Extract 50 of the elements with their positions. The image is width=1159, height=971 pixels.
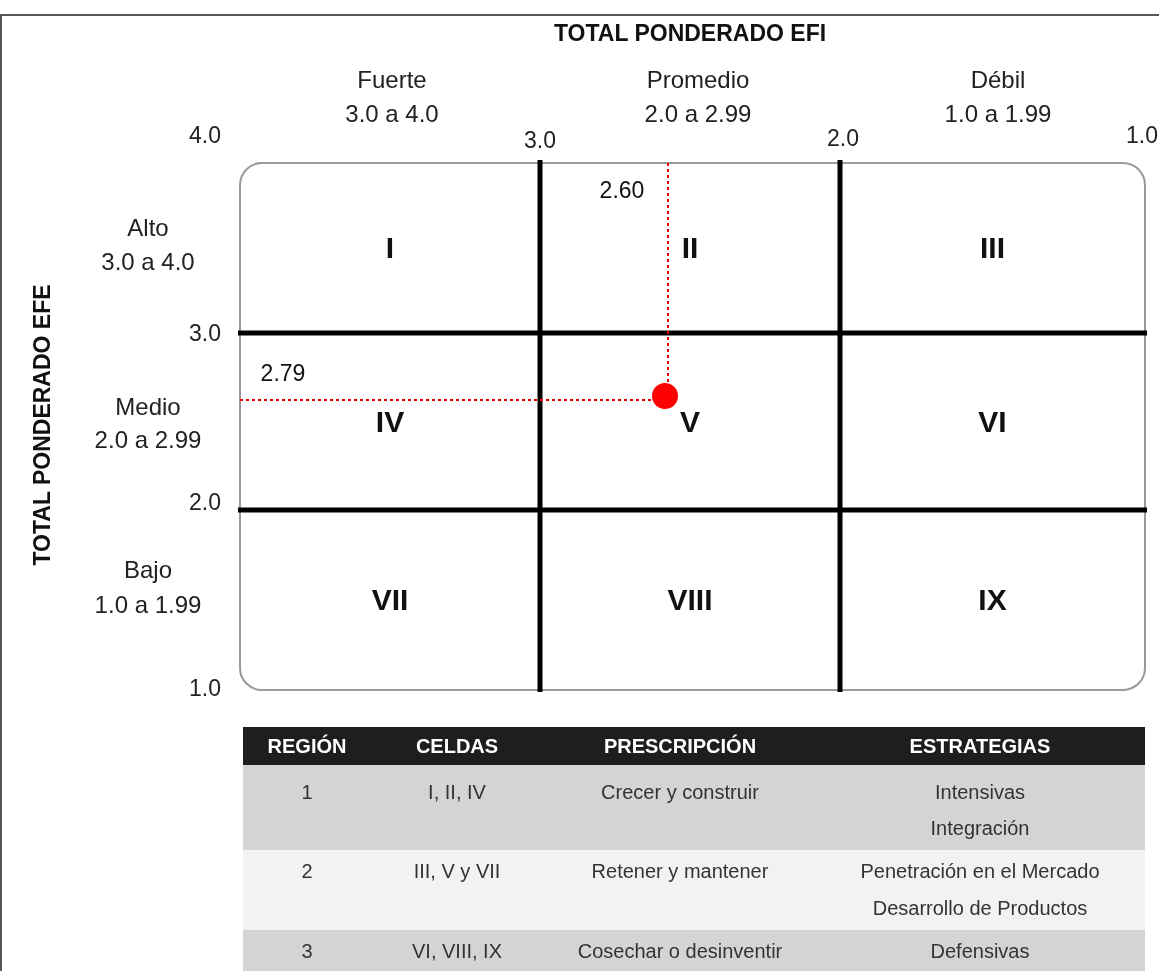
table-cell-text: Intensivas [934,780,1026,804]
table-header-text: PRESCRIPCIÓN [603,734,757,758]
category-label: Promedio [646,66,750,94]
value-label: 2.60 [599,176,645,204]
table-cell-text: 2 [301,859,313,883]
table-cell-text: Cosechar o desinventir [577,939,783,963]
cell-numeral: VI [978,404,1007,439]
tick-label: 2.0 [189,488,221,516]
axis-title: TOTAL PONDERADO EFE [28,284,56,566]
table-cell-text: I, II, IV [428,780,486,804]
table-cell-text: Crecer y construir [601,780,759,804]
table-cell-text: Defensivas [930,939,1030,963]
cell-numeral: III [980,231,1005,265]
category-label: Débil [970,66,1026,94]
cell-numeral: V [680,404,700,439]
table-cell-text: 1 [301,780,313,804]
table-cell-text: Penetración en el Mercado [860,859,1100,883]
table-cell-text: VI, VIII, IX [412,939,502,963]
cell-numeral: VII [371,583,409,617]
category-label: Medio [115,393,181,421]
cell-numeral: IX [978,583,1007,617]
tick-label: 3.0 [189,319,221,347]
tick-label: 4.0 [189,121,221,149]
table-cell-text: Integración [930,816,1030,840]
category-label: 3.0 a 4.0 [345,100,439,128]
category-label: Alto [127,214,169,242]
cell-numeral: II [681,231,699,265]
category-label: 2.0 a 2.99 [94,426,202,454]
value-label: 2.79 [260,359,306,387]
table-header-text: ESTRATEGIAS [909,734,1051,758]
cell-numeral: VIII [667,583,713,617]
tick-label: 1.0 [1126,121,1158,149]
category-label: 2.0 a 2.99 [644,100,752,128]
tick-label: 3.0 [524,126,556,154]
category-label: 1.0 a 1.99 [94,591,202,619]
table-cell-text: III, V y VII [413,859,501,883]
cell-numeral: I [385,231,395,265]
tick-label: 1.0 [189,674,221,702]
tick-label: 2.0 [827,124,859,152]
table-cell-text: 3 [301,939,313,963]
table-cell-text: Retener y mantener [591,859,769,883]
category-label: Bajo [124,556,172,584]
category-label: 1.0 a 1.99 [944,100,1052,128]
axis-title: TOTAL PONDERADO EFI [553,19,827,47]
table-cell-text: Desarrollo de Productos [872,896,1088,920]
table-header-text: REGIÓN [267,734,347,758]
cell-numeral: IV [375,404,405,439]
table-header-text: CELDAS [415,734,499,758]
category-label: 3.0 a 4.0 [101,248,195,276]
category-label: Fuerte [357,66,427,94]
